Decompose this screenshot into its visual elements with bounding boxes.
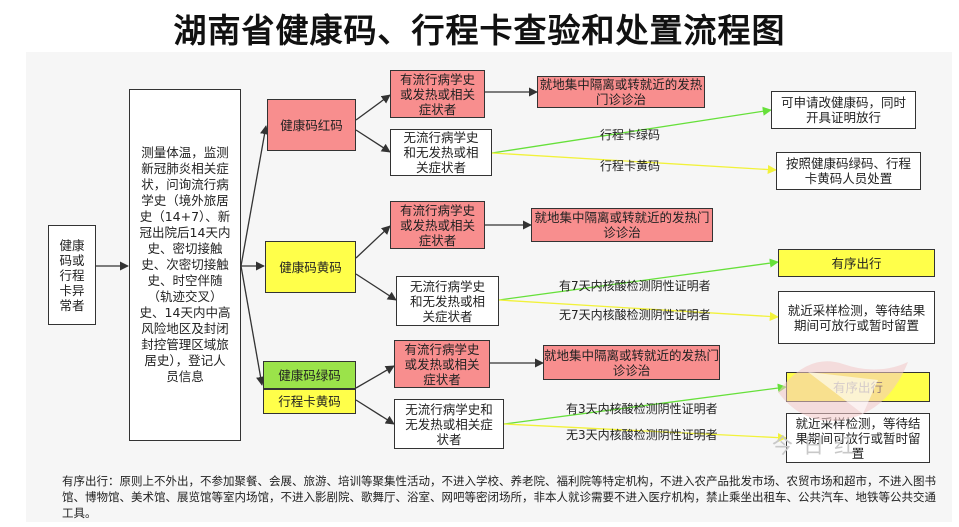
green-notest-action-box: 就近采样检测，等待结果期间可放行或暂时留置 <box>786 413 930 463</box>
edge-red-history <box>355 94 391 121</box>
yellow-hastest-label: 有7天内核酸检测阴性证明者 <box>559 279 711 293</box>
red-greentrip-action-box: 可申请改健康码，同时开具证明放行 <box>771 91 916 129</box>
green-trip-yellow-box: 行程卡黄码 <box>263 389 356 414</box>
footer-note: 有序出行：原则上不外出，不参加聚餐、会展、旅游、培训等聚集性活动，不进入学校、养… <box>62 474 936 520</box>
yellow-isolate-box: 就地集中隔离或转就近的发热门诊诊治 <box>531 208 713 242</box>
edge-red-greentrip <box>491 106 772 154</box>
yellow-hastest-action-box: 有序出行 <box>778 249 935 277</box>
green-code-box: 健康码绿码 <box>263 361 356 389</box>
edge-red-nohistory <box>355 129 391 153</box>
edge-yellow-hastest <box>498 258 779 301</box>
edge-yellow-history <box>355 225 391 259</box>
edge-green-history <box>355 365 395 389</box>
edge-green-hastest <box>503 383 787 425</box>
yellow-code-box: 健康码黄码 <box>265 241 356 293</box>
red-nohistory-box: 无流行病学史和无发热或相关症状者 <box>390 129 492 176</box>
edge-screening-green <box>240 265 266 386</box>
yellow-nohistory-box: 无流行病学史和无发热或相关症状者 <box>396 276 499 326</box>
red-greentrip-label: 行程卡绿码 <box>600 128 661 142</box>
edge-yellow-notest <box>498 299 779 322</box>
red-isolate-box: 就地集中隔离或转就近的发热门诊诊治 <box>537 76 705 108</box>
edge-screening-red <box>240 125 270 267</box>
red-yellowtrip-action-box: 按照健康码绿码、行程卡黄码人员处置 <box>776 152 921 190</box>
edge-red-yellowtrip <box>491 152 777 175</box>
watermark-text: 今日红 <box>772 434 865 458</box>
green-nohistory-box: 无流行病学史和无发热或相关症状者 <box>394 399 504 449</box>
green-history-box: 有流行病学史或发热或相关症状者 <box>394 340 490 388</box>
red-history-box: 有流行病学史或发热或相关症状者 <box>390 70 485 118</box>
red-yellowtrip-label: 行程卡黄码 <box>600 159 661 173</box>
screening-box: 测量体温，监测新冠肺炎相关症状，问询流行病学史（境外旅居史（14+7）、新冠出院… <box>129 89 241 441</box>
green-isolate-box: 就地集中隔离或转就近的发热门诊诊治 <box>543 345 720 380</box>
yellow-history-box: 有流行病学史或发热或相关症状者 <box>390 201 485 249</box>
red-code-box: 健康码红码 <box>267 99 356 151</box>
green-notest-label: 无3天内核酸检测阴性证明者 <box>566 428 718 442</box>
watermark-logo-icon <box>778 361 908 421</box>
page-title: 湖南省健康码、行程卡查验和处置流程图 <box>173 11 786 50</box>
edge-green-notest <box>503 423 787 443</box>
start-box: 健康码或行程卡异常者 <box>48 225 96 325</box>
yellow-notest-label: 无7天内核酸检测阴性证明者 <box>559 308 711 322</box>
green-hastest-label: 有3天内核酸检测阴性证明者 <box>566 402 718 416</box>
yellow-notest-action-box: 就近采样检测，等待结果期间可放行或暂时留置 <box>778 291 935 344</box>
edge-green-nohistory <box>355 399 395 425</box>
edge-yellow-nohistory <box>355 273 397 301</box>
